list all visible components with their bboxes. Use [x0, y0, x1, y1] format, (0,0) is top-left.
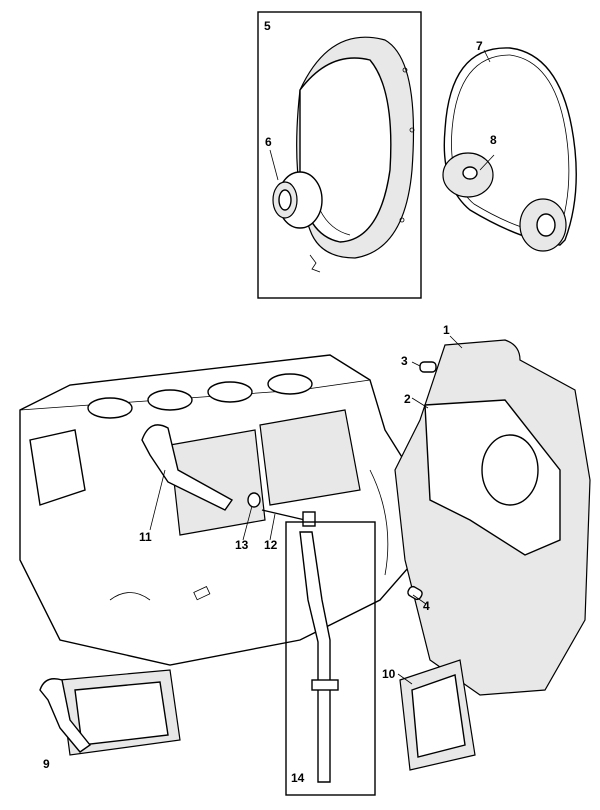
callout-6: 6	[265, 135, 272, 149]
thrust-washers	[442, 152, 567, 252]
timing-cover	[296, 36, 415, 259]
callout-5: 5	[264, 19, 271, 33]
side-cover-9	[39, 669, 181, 756]
cover-gasket	[443, 47, 577, 246]
callout-12: 12	[264, 538, 278, 552]
side-covers	[169, 409, 361, 536]
leader-lines	[149, 49, 495, 685]
inset-box-dipstick	[285, 521, 376, 796]
callout-8: 8	[490, 133, 497, 147]
callout-13: 13	[235, 538, 249, 552]
callout-4: 4	[423, 599, 430, 613]
callout-10: 10	[382, 667, 396, 681]
side-cover-10	[399, 659, 476, 771]
callout-2: 2	[404, 392, 411, 406]
dowel-bottom	[407, 585, 423, 601]
callout-7: 7	[476, 39, 483, 53]
callout-11: 11	[139, 530, 152, 544]
callout-14: 14	[291, 771, 305, 785]
breather-pipe	[141, 424, 234, 511]
inset-box-top	[257, 11, 422, 299]
oil-seal	[272, 171, 323, 229]
dipstick-tube	[299, 531, 331, 783]
dowel-top	[419, 361, 437, 373]
callout-1: 1	[443, 323, 450, 337]
callout-9: 9	[43, 757, 50, 771]
callout-3: 3	[401, 354, 408, 368]
